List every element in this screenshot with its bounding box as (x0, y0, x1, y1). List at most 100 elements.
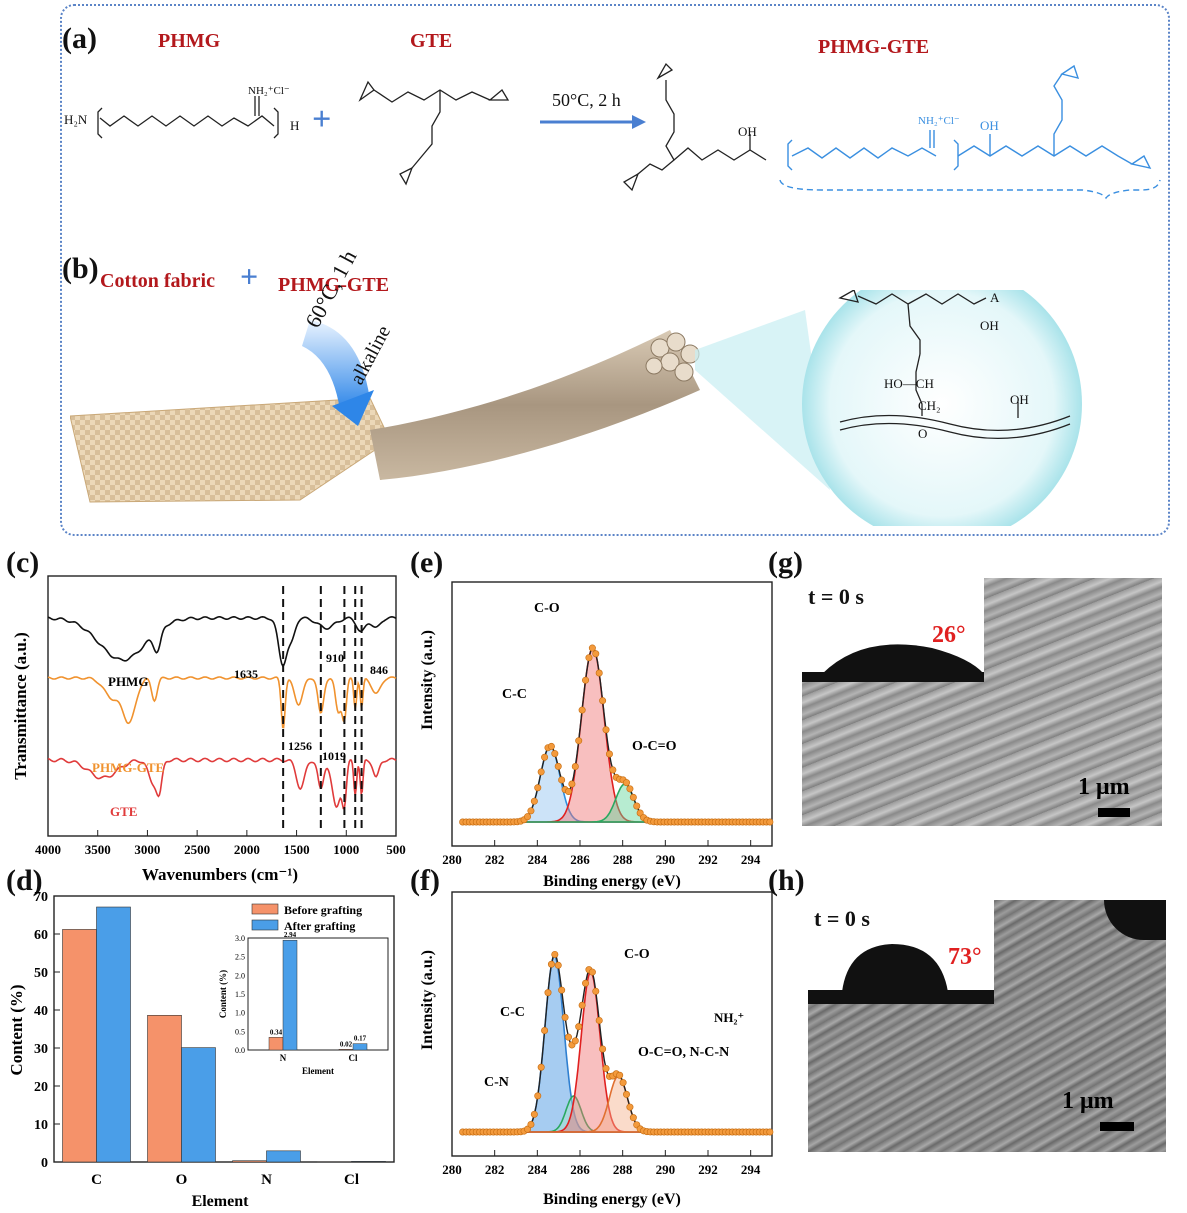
bar-O-after (181, 1047, 216, 1163)
droplet-g (802, 644, 984, 682)
xps-data-point (599, 1045, 607, 1053)
ftir-series-label-phmg-gte: PHMG-GTE (92, 760, 164, 775)
xps-xtick-label: 294 (741, 1162, 761, 1177)
cotton-fabric (70, 397, 391, 503)
xps-xtick-label: 282 (485, 1162, 505, 1177)
xps-data-point (616, 1071, 624, 1079)
fiber-ends (645, 332, 700, 382)
xps-data-point (534, 784, 542, 792)
inset-ytick-label: 2.0 (235, 971, 245, 980)
bars-xtick-label: O (176, 1172, 188, 1188)
ftir-axes (47, 575, 397, 837)
bar-O-before (147, 1015, 182, 1163)
xps-e-axes (451, 581, 773, 847)
xps-data-point (609, 766, 617, 774)
xps-xtick-label: 280 (442, 852, 462, 867)
xps-data-point (626, 785, 634, 793)
panel-label-a: (a) (62, 22, 97, 55)
plus-sign: + (312, 101, 331, 138)
panel-label-h: (h) (768, 864, 805, 897)
xps-xtick-label: 284 (528, 852, 548, 867)
xps-data-point (588, 968, 596, 976)
contact-angle-inset-h: t = 0 s 73° (808, 900, 994, 1004)
xps-data-point (585, 654, 593, 662)
xps-data-point (629, 1114, 637, 1122)
xps-data-point (551, 950, 559, 958)
ftir-series-label-gte: GTE (110, 804, 137, 819)
grafting-illustration (70, 290, 1082, 526)
xps-data-point (595, 1016, 603, 1024)
reaction-scheme: + (97, 62, 1161, 200)
ftir-annotation-1019: 1019 (322, 749, 346, 763)
inset-bar-N-before (268, 1037, 284, 1051)
bar-N-before (232, 1160, 267, 1163)
xps-xtick-label: 294 (741, 852, 761, 867)
xps-data-point (551, 750, 559, 758)
inset-ytick-label: 0.0 (235, 1046, 245, 1055)
inset-ylabel: Content (%) (218, 970, 228, 1018)
xps-data-point (568, 780, 576, 788)
xps-data-point (619, 1079, 627, 1087)
bars-xlabel: Element (192, 1193, 250, 1210)
xps-data-point (571, 1037, 579, 1045)
bars-xtick-label: C (91, 1172, 102, 1188)
xps-data-point (530, 797, 538, 805)
xps-data-point (541, 753, 549, 761)
zoom-o: O (918, 426, 928, 441)
agent-label: PHMG-GTE (278, 274, 390, 296)
xps-data-point (564, 788, 572, 796)
xps-data-point (592, 987, 600, 995)
xps-xtick-label: 286 (570, 852, 590, 867)
phmg-label: PHMG (158, 30, 221, 52)
xps-xtick-label: 292 (698, 1162, 718, 1177)
xps-data-point (571, 763, 579, 771)
sem-g-scalebar (1098, 808, 1130, 817)
xps-data-point (623, 779, 631, 787)
xps-e-xlabel: Binding energy (eV) (543, 873, 681, 890)
ftir-xtick-label: 3000 (134, 842, 160, 857)
bars-xtick-label: N (261, 1172, 272, 1188)
zoom-ch2: CH₂ (918, 398, 941, 413)
xps-xtick-label: 292 (698, 852, 718, 867)
panel-label-e: (e) (410, 546, 444, 579)
xps-data-point (575, 737, 583, 745)
xps-xtick-label: 280 (442, 1162, 462, 1177)
panel-label-f: (f) (410, 864, 440, 897)
ftir-annotation-1256: 1256 (288, 739, 312, 753)
process-arrow (302, 320, 370, 410)
xps-data-point (766, 1128, 774, 1136)
xps-data-point (602, 1064, 610, 1072)
xps-f-peak-cc: C-C (500, 1005, 525, 1020)
xps-data-point (527, 1120, 535, 1128)
inset-ytick-label: 3.0 (235, 934, 245, 943)
xps-data-point (564, 1033, 572, 1041)
bars-ytick-label: 0 (41, 1156, 48, 1171)
inset-value-label: 0.17 (354, 1035, 367, 1043)
xps-xtick-label: 290 (656, 852, 676, 867)
ftir-xtick-label: 2500 (184, 842, 210, 857)
ftir-xtick-label: 2000 (234, 842, 260, 857)
ftir-xtick-label: 3500 (85, 842, 111, 857)
bar-Cl-after (351, 1161, 386, 1163)
ftir-annotation-910: 910 (326, 651, 344, 665)
sem-h-scalebar (1100, 1122, 1134, 1131)
panel-label-c: (c) (6, 546, 40, 579)
xps-data-point (524, 1125, 532, 1133)
inset-value-label: 0.02 (340, 1040, 353, 1048)
xps-data-point (623, 1090, 631, 1098)
xps-f-peak-co: C-O (624, 947, 650, 962)
sem-image-g: t = 0 s 26° 1 μm (802, 578, 1162, 826)
bars-ylabel: Content (%) (7, 984, 26, 1075)
h2n-group: H₂N (64, 112, 88, 127)
xps-f-axes (451, 891, 773, 1157)
bars-ytick-label: 70 (34, 890, 48, 905)
xps-data-point (537, 1063, 545, 1071)
product-structure (622, 62, 767, 192)
ftir-xtick-label: 1000 (333, 842, 359, 857)
xps-data-point (629, 793, 637, 801)
inset-bar-N-after (282, 939, 298, 1051)
xps-e-peak-oco: O-C=O (632, 739, 677, 754)
